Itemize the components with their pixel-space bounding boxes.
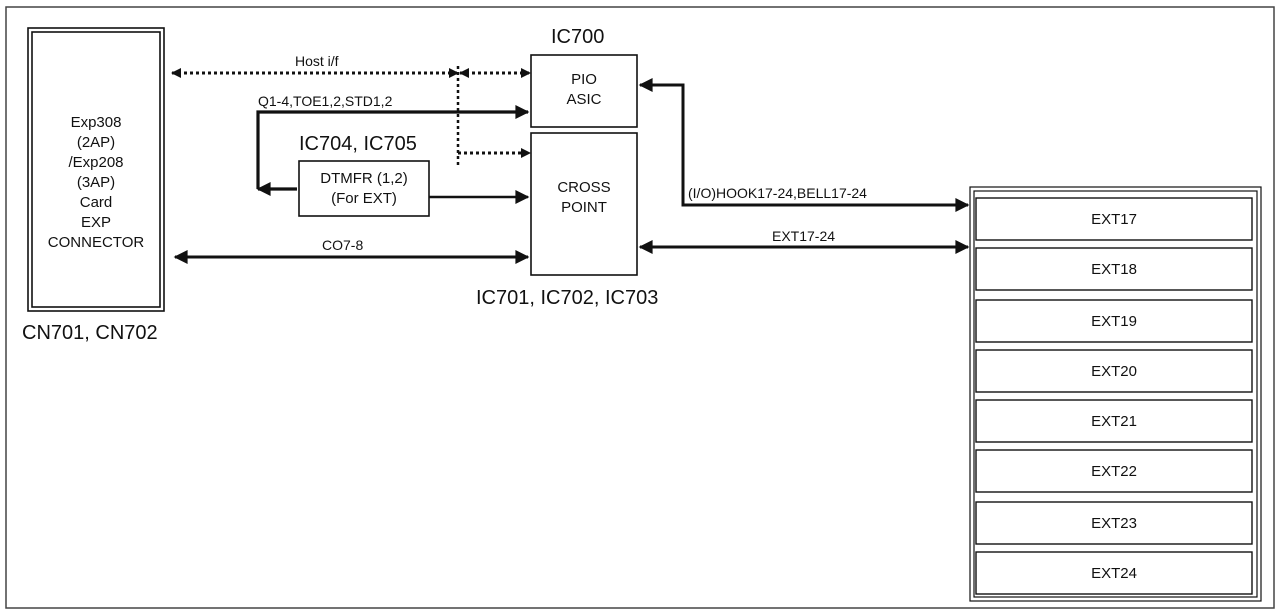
connector-line: /Exp208 (68, 154, 124, 171)
connector-line: (3AP) (76, 174, 116, 191)
ext-bus-label: EXT17-24 (772, 228, 836, 244)
ext-group-outer (969, 186, 1262, 602)
connector-caption: CN701, CN702 (22, 322, 158, 344)
ext-port-19: EXT19 (1091, 312, 1137, 330)
ext-port-box (975, 349, 1253, 393)
ext-port-boxes (975, 197, 1253, 595)
ext-port-22: EXT22 (1091, 462, 1137, 480)
connector-box-inner (31, 31, 161, 308)
connector-box-outer (27, 27, 165, 312)
ext-port-box (975, 247, 1253, 291)
dtmfr-label: DTMFR (1,2) (For EXT) (299, 167, 429, 211)
crosspoint-line: POINT (561, 199, 607, 216)
dtmfr-box (298, 160, 430, 217)
ext-port-box (975, 551, 1253, 595)
crosspoint-box (530, 132, 638, 276)
host-if-label: Host i/f (295, 53, 339, 69)
hook-bell-label: (I/O)HOOK17-24,BELL17-24 (688, 185, 867, 201)
ext-port-24: EXT24 (1091, 564, 1137, 582)
hook-bell-path (638, 78, 970, 212)
dtmfr-line: (For EXT) (331, 190, 397, 207)
ext-port-17: EXT17 (1091, 210, 1137, 228)
pio-asic-box (530, 54, 638, 128)
ext-port-box (975, 399, 1253, 443)
connector-line: Card (79, 194, 113, 211)
ext-port-box (975, 501, 1253, 545)
dtmfr-line: DTMFR (1,2) (320, 170, 408, 187)
connector-line: CONNECTOR (47, 234, 145, 251)
ext-port-21: EXT21 (1091, 412, 1137, 430)
q-toe-std-path (256, 105, 530, 189)
pio-line: PIO (571, 71, 597, 88)
co-label: CO7-8 (322, 237, 364, 253)
ext-port-18: EXT18 (1091, 260, 1137, 278)
pio-label: PIO ASIC (531, 68, 637, 112)
connector-label: Exp308 (2AP) /Exp208 (3AP) Card EXP CONN… (34, 108, 158, 258)
connector-line: EXP (80, 214, 111, 231)
ext-group-inner (973, 190, 1258, 598)
connector-line: Exp308 (70, 114, 122, 131)
crosspoint-caption: IC701, IC702, IC703 (476, 287, 659, 309)
outer-frame (5, 6, 1275, 609)
crosspoint-label: CROSS POINT (531, 176, 637, 220)
connector-line: (2AP) (76, 134, 116, 151)
ext-port-box (975, 299, 1253, 343)
dtmfr-title: IC704, IC705 (299, 133, 417, 155)
pio-line: ASIC (566, 91, 602, 108)
crosspoint-line: CROSS (557, 179, 611, 196)
q-toe-std-label: Q1-4,TOE1,2,STD1,2 (258, 93, 393, 109)
ext-port-23: EXT23 (1091, 514, 1137, 532)
pio-title: IC700 (551, 26, 605, 48)
ext-port-box (975, 449, 1253, 493)
ext-port-20: EXT20 (1091, 362, 1137, 380)
ext-port-box (975, 197, 1253, 241)
